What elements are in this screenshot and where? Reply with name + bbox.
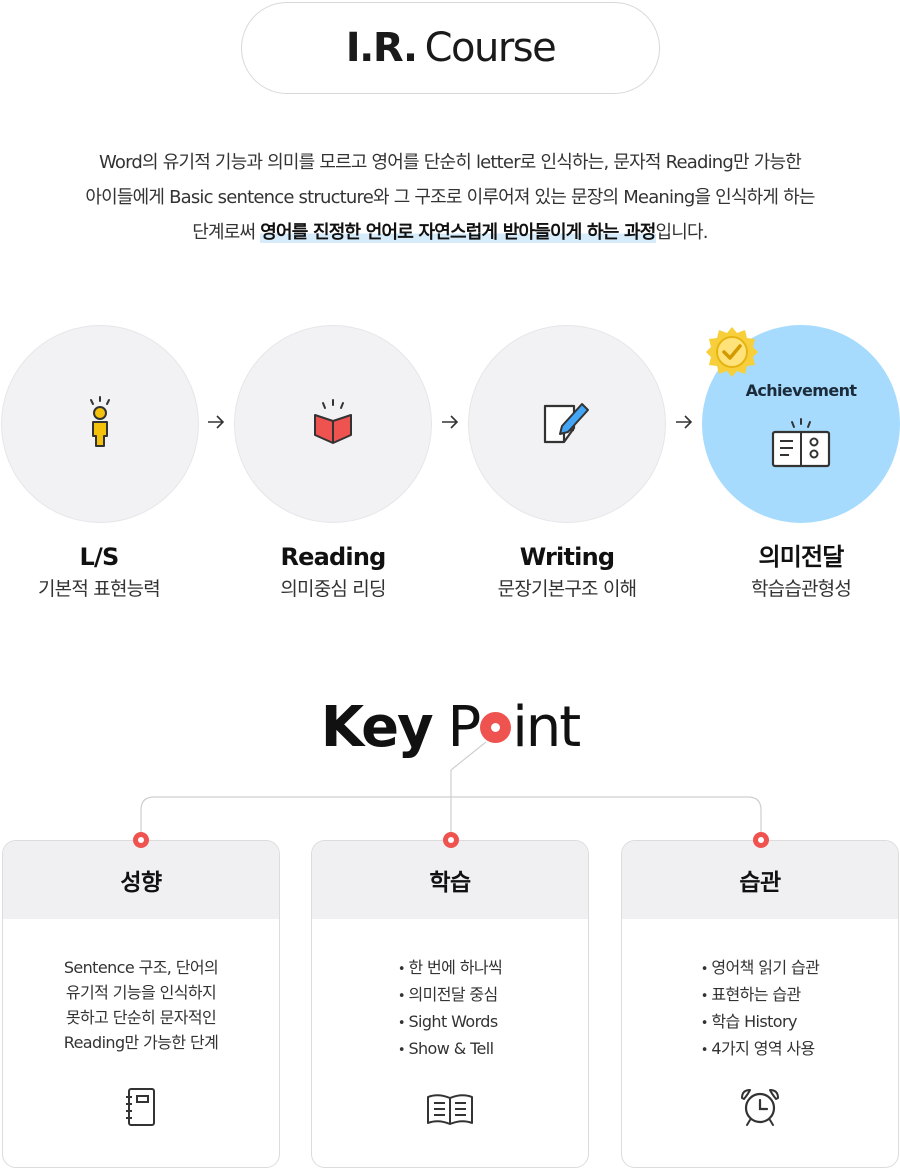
step-title: Writing	[519, 543, 615, 571]
step-title: L/S	[79, 543, 120, 571]
bullet-item: Show & Tell	[398, 1036, 502, 1063]
step-title: 의미전달	[758, 543, 844, 571]
step-subtitle: 문장기본구조 이해	[497, 578, 637, 600]
card-bullets: 영어책 읽기 습관 표현하는 습관 학습 History 4가지 영역 사용	[622, 955, 898, 1063]
step-label-achievement: 의미전달 학습습관형성	[691, 540, 900, 604]
card-title: 학습	[312, 841, 588, 919]
arrow-right-icon	[676, 415, 693, 429]
keypoint-title-p: P	[447, 695, 481, 760]
step-circle-ls	[1, 325, 199, 523]
target-dot-icon	[480, 712, 512, 743]
intro-line-3-prefix: 단계로써	[192, 222, 261, 243]
book-achievement-icon	[771, 418, 831, 474]
card-line: Reading만 가능한 단계	[63, 1033, 219, 1052]
connector-dot-icon	[443, 832, 459, 848]
book-icon	[426, 1091, 474, 1131]
card-line: 못하고 단순히 문자적인	[65, 1008, 217, 1027]
person-idea-icon	[85, 396, 115, 452]
step-circle-reading	[234, 325, 432, 523]
bullet-item: Sight Words	[398, 1009, 502, 1036]
intro-paragraph: Word의 유기적 기능과 의미를 모르고 영어를 단순히 letter로 인식…	[30, 145, 870, 250]
card-description: Sentence 구조, 단어의 유기적 기능을 인식하지 못하고 단순히 문자…	[3, 955, 279, 1055]
card-habit: 습관 영어책 읽기 습관 표현하는 습관 학습 History 4가지 영역 사…	[621, 840, 899, 1168]
achievement-label: Achievement	[745, 381, 857, 400]
course-title: I.R. Course	[241, 2, 660, 94]
intro-line-3-suffix: 입니다.	[655, 222, 709, 243]
open-book-red-icon	[313, 399, 353, 449]
bullet-item: 4가지 영역 사용	[701, 1036, 819, 1063]
step-subtitle: 기본적 표현능력	[37, 578, 161, 600]
card-bullets: 한 번에 하나씩 의미전달 중심 Sight Words Show & Tell	[312, 955, 588, 1063]
intro-line-2: 아이들에게 Basic sentence structure와 그 구조로 이루…	[85, 187, 815, 208]
card-line: Sentence 구조, 단어의	[63, 958, 219, 977]
connector-dot-icon	[133, 832, 149, 848]
card-line: 유기적 기능을 인식하지	[65, 983, 217, 1002]
keypoint-title-bold: Key	[320, 695, 434, 760]
step-subtitle: 학습습관형성	[750, 578, 852, 600]
step-subtitle: 의미중심 리딩	[280, 578, 386, 600]
card-title: 습관	[622, 841, 898, 919]
course-title-bold: I.R.	[345, 25, 418, 71]
bullet-item: 학습 History	[701, 1009, 819, 1036]
bullet-item: 표현하는 습관	[701, 982, 819, 1009]
course-title-light: Course	[424, 25, 557, 71]
step-circle-writing	[468, 325, 666, 523]
arrow-right-icon	[442, 415, 459, 429]
connector-dot-icon	[753, 832, 769, 848]
intro-line-1: Word의 유기적 기능과 의미를 모르고 영어를 단순히 letter로 인식…	[98, 152, 802, 173]
intro-highlight: 영어를 진정한 언어로 자연스럽게 받아들이게 하는 과정	[260, 222, 656, 243]
arrow-right-icon	[208, 415, 225, 429]
step-label-ls: L/S 기본적 표현능력	[0, 540, 209, 604]
step-label-reading: Reading 의미중심 리딩	[223, 540, 443, 604]
bullet-item: 영어책 읽기 습관	[701, 955, 819, 982]
note-pencil-icon	[542, 398, 592, 450]
bullet-item: 의미전달 중심	[398, 982, 502, 1009]
intro-line-3: 단계로써 영어를 진정한 언어로 자연스럽게 받아들이게 하는 과정입니다.	[30, 215, 870, 250]
keypoint-title-rest: int	[512, 695, 581, 760]
card-learning: 학습 한 번에 하나씩 의미전달 중심 Sight Words Show & T…	[311, 840, 589, 1168]
step-title: Reading	[280, 543, 386, 571]
step-label-writing: Writing 문장기본구조 이해	[457, 540, 677, 604]
bullet-item: 한 번에 하나씩	[398, 955, 502, 982]
gold-seal-check-icon	[706, 327, 758, 377]
notebook-icon	[125, 1087, 157, 1131]
card-tendency: 성향 Sentence 구조, 단어의 유기적 기능을 인식하지 못하고 단순히…	[2, 840, 280, 1168]
alarm-clock-icon	[739, 1087, 781, 1131]
card-title: 성향	[3, 841, 279, 919]
